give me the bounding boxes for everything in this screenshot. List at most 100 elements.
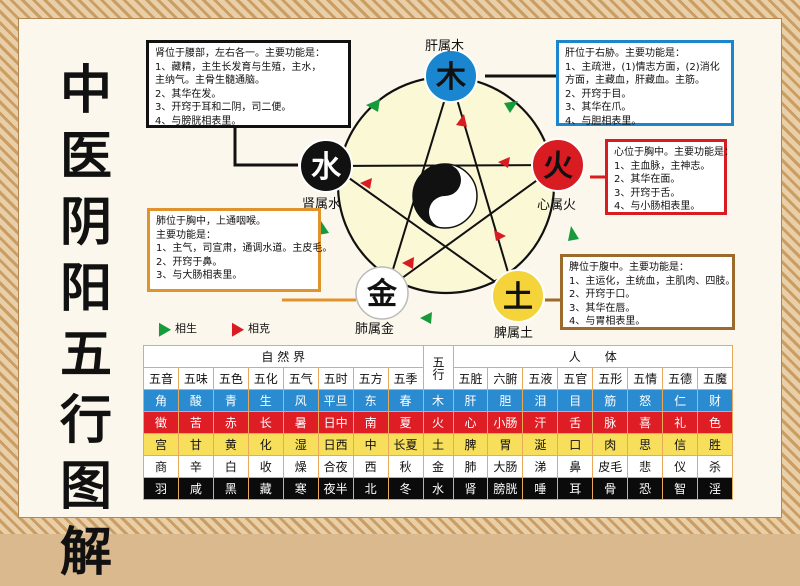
group-wuxing: 五行	[422, 345, 454, 390]
column-header: 六腑	[487, 367, 524, 390]
table-cell: 唾	[522, 477, 559, 500]
table-column-header: 五音五味五色五化五气五时五方五季五脏六腑五液五官五形五情五德五魔	[143, 367, 733, 390]
table-cell: 仁	[662, 389, 699, 412]
info-line: 2、开窍于口。	[569, 289, 636, 300]
info-line: 1、主血脉，主神志。	[614, 160, 711, 172]
info-line: 4、与胃相表里。	[569, 316, 646, 327]
table-cell: 杀	[697, 455, 733, 478]
wood-node	[424, 49, 478, 103]
table-row: 徵苦赤长暑日中南夏火心小肠汗舌脉喜礼色	[143, 411, 733, 434]
table-cell: 耳	[557, 477, 594, 500]
table-cell: 筋	[592, 389, 629, 412]
fire-node	[531, 138, 585, 192]
table-cell: 冬	[387, 477, 424, 500]
kidney-info-box: 肾位于腰部，左右各一。主要功能是： 1、藏精，主生长发育与生殖，主水， 主纳气。…	[146, 40, 351, 128]
table-cell: 喜	[627, 411, 664, 434]
metal-node	[355, 266, 409, 320]
restrain-arrow	[402, 257, 414, 269]
column-header: 五味	[177, 367, 214, 390]
table-cell: 脉	[592, 411, 629, 434]
element-cell: 金	[422, 455, 454, 478]
table-cell: 骨	[592, 477, 629, 500]
table-cell: 肝	[452, 389, 489, 412]
info-line: 1、主运化，主统血，主肌肉、四肢。	[569, 275, 736, 287]
table-cell: 智	[662, 477, 699, 500]
earth-char: 土	[503, 280, 533, 315]
info-line: 4、与胆相表里。	[565, 115, 642, 127]
table-cell: 东	[352, 389, 389, 412]
lung-info-box: 肺位于胸中，上通咽喉。 主要功能是： 1、主气，司宣肃，通调水道。主皮毛。 2、…	[147, 208, 333, 292]
table-cell: 秋	[387, 455, 424, 478]
table-cell: 南	[352, 411, 389, 434]
info-line: 2、开窍于目。	[565, 88, 632, 100]
column-header: 五气	[282, 367, 319, 390]
table-cell: 收	[247, 455, 284, 478]
table-cell: 肺	[452, 455, 489, 478]
column-header: 五形	[592, 367, 629, 390]
info-line: 1、主气，司宣肃，通调水道。主皮毛。	[156, 243, 333, 254]
table-cell: 长	[247, 411, 284, 434]
table-cell: 辛	[177, 455, 214, 478]
table-row: 商辛白收燥合夜西秋金肺大肠涕鼻皮毛悲仪杀	[143, 455, 733, 478]
info-line: 4、与小肠相表里。	[614, 201, 701, 212]
info-line: 2、其华在发。	[155, 88, 222, 100]
table-cell: 恐	[627, 477, 664, 500]
water-char: 水	[311, 150, 342, 185]
column-header: 五魔	[697, 367, 733, 390]
column-header: 五色	[212, 367, 249, 390]
table-cell: 羽	[143, 477, 179, 500]
table-cell: 仪	[662, 455, 699, 478]
title-char: 行	[59, 390, 112, 451]
table-cell: 胆	[487, 389, 524, 412]
table-cell: 肾	[452, 477, 489, 500]
water-node	[299, 139, 353, 193]
info-line: 主纳气。主骨生髓通脑。	[155, 75, 265, 86]
table-cell: 寒	[282, 477, 319, 500]
table-cell: 财	[697, 389, 733, 412]
table-cell: 皮毛	[592, 455, 629, 478]
table-cell: 信	[662, 433, 699, 456]
restrain-arrow	[360, 178, 372, 189]
fire-label: 心属火	[537, 198, 577, 213]
table-cell: 春	[387, 389, 424, 412]
wood-char: 木	[435, 60, 466, 95]
table-cell: 胜	[697, 433, 733, 456]
legend-restrain-label: 相克	[248, 322, 270, 335]
info-line: 1、藏精，主生长发育与生殖，主水，	[155, 61, 322, 73]
table-cell: 小肠	[487, 411, 524, 434]
column-header: 五音	[143, 367, 179, 390]
table-cell: 湿	[282, 433, 319, 456]
table-cell: 汗	[522, 411, 559, 434]
table-cell: 苦	[177, 411, 214, 434]
column-header: 五时	[317, 367, 354, 390]
info-line: 脾位于腹中。主要功能是：	[569, 262, 689, 273]
table-cell: 思	[627, 433, 664, 456]
table-row: 角酸青生风平旦东春木肝胆泪目筋怒仁财	[143, 389, 733, 412]
generate-arrow	[568, 226, 579, 241]
info-line: 方面，主藏血，肝藏血。主筋。	[565, 75, 705, 86]
title-char: 阴	[59, 192, 112, 253]
table-cell: 合夜	[317, 455, 354, 478]
table-cell: 胃	[487, 433, 524, 456]
table-cell: 日西	[317, 433, 354, 456]
table-cell: 生	[247, 389, 284, 412]
info-line: 肾位于腰部，左右各一。主要功能是：	[155, 48, 325, 59]
legend-restrain: 相克	[225, 319, 270, 337]
column-header: 五液	[522, 367, 559, 390]
table-cell: 白	[212, 455, 249, 478]
table-cell: 酸	[177, 389, 214, 412]
table-group-header: 自 然 界 五行 人 体	[143, 345, 733, 390]
table-cell: 北	[352, 477, 389, 500]
red-arrow-icon	[225, 319, 245, 337]
liver-info-box: 肝位于右胁。主要功能是： 1、主疏泄，(1)情志方面，(2)消化 方面，主藏血，…	[556, 40, 734, 127]
info-line: 2、其华在面。	[614, 174, 681, 185]
column-header: 五情	[627, 367, 664, 390]
element-cell: 土	[422, 433, 454, 456]
generate-arrow	[504, 101, 518, 113]
title-char: 五	[59, 324, 112, 385]
five-elements-table: 自 然 界 五行 人 体 五音五味五色五化五气五时五方五季五脏六腑五液五官五形五…	[143, 345, 733, 500]
table-cell: 大肠	[487, 455, 524, 478]
table-cell: 涎	[522, 433, 559, 456]
table-cell: 咸	[177, 477, 214, 500]
table-cell: 赤	[212, 411, 249, 434]
